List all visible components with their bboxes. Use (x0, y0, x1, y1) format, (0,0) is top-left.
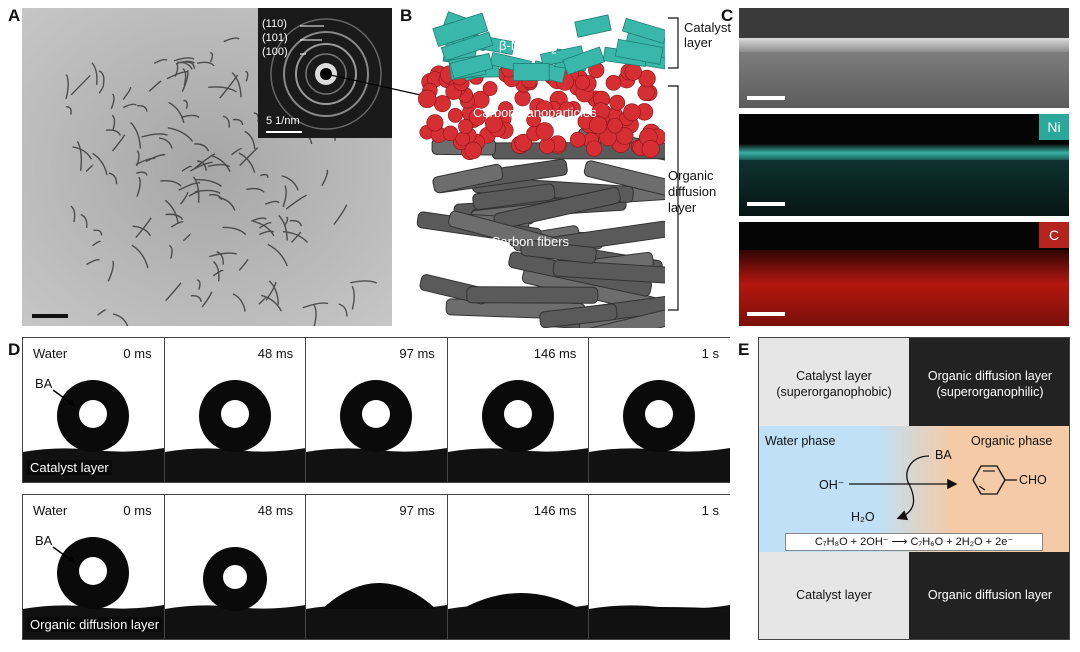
diffusion-row-frame: 1 s (589, 495, 731, 639)
panel-label-a: A (8, 6, 21, 25)
catalyst-row-droplet-graphic (164, 380, 306, 482)
layer-schematic-graphic (416, 11, 756, 354)
catalyst-bottom-label: Catalyst layer (796, 588, 872, 602)
diffusion-layer-bottom-box (909, 552, 1069, 639)
diffusion-row-time-label: 97 ms (399, 503, 435, 518)
ni-map-label: Ni (1039, 114, 1069, 140)
bracket-diffusion-line1: Organic (668, 168, 714, 183)
panel-label-e: E (738, 340, 750, 359)
interface-schematic: Catalyst layer (superorganophobic) Organ… (758, 337, 1070, 640)
diffraction-inset: (110) (101) (100) 5 1/nm (258, 8, 392, 138)
bracket-catalyst-label: Catalyst layer (684, 20, 731, 50)
aldehyde-label: CHO (1019, 473, 1047, 487)
diffusion-row-droplet-graphic (589, 605, 731, 639)
diffusion-row-droplet-graphic (306, 583, 447, 639)
reaction-arrows (849, 455, 1017, 521)
catalyst-row-frame: 97 ms (306, 338, 448, 482)
bracket-diffusion-label: Organic diffusion layer (668, 168, 716, 216)
catalyst-top-line1: Catalyst layer (796, 369, 872, 383)
catalyst-row-time-label: 146 ms (533, 346, 577, 361)
diffusion-row-droplet-graphic (447, 593, 589, 639)
diffusion-row-time-label: 0 ms (123, 503, 152, 518)
catalyst-row-droplet-graphic (306, 380, 447, 482)
catalyst-row-ba-label: BA (35, 376, 53, 391)
sem-scale-bar (747, 96, 785, 100)
layer-schematic: β-Ni(OH)2 Carbon nanoparticles Carbon fi… (415, 8, 756, 354)
catalyst-row-frame: 48 ms (164, 338, 307, 482)
sem-cross-section (739, 8, 1069, 108)
organic-phase-label: Organic phase (971, 434, 1053, 448)
reaction-equation: C₇H₈O + 2OH⁻ ⟶ C₇H₆O + 2H₂O + 2e⁻ (785, 533, 1043, 551)
diffusion-row-time-label: 1 s (701, 503, 719, 518)
diffusion-row-water-label: Water (33, 503, 68, 518)
c-map-label: C (1039, 222, 1069, 248)
phase-interface (759, 426, 1069, 552)
diffusion-layer-top-box (909, 338, 1069, 426)
ring-label-100: (100) (262, 46, 288, 58)
diffusion-row-droplet-graphic (23, 537, 164, 639)
diffusion-row-substrate-label: Organic diffusion layer (27, 617, 163, 632)
hydroxide-label: OH⁻ (819, 478, 845, 492)
diffusion-row-frame: 48 ms (164, 495, 307, 639)
ni-eds-map: Ni (739, 114, 1069, 216)
catalyst-row-water-label: Water (33, 346, 68, 361)
catalyst-layer-bottom-box (759, 552, 909, 639)
catalyst-top-label: Catalyst layer (superorganophobic) (759, 368, 909, 400)
ni-scale-bar (747, 202, 785, 206)
water-product-label: H₂O (851, 510, 875, 524)
diffusion-row-frame: 146 ms (447, 495, 590, 639)
bracket-catalyst-line1: Catalyst (684, 20, 731, 35)
catalyst-row-substrate-label: Catalyst layer (27, 460, 112, 475)
catalyst-row-time-label: 48 ms (257, 346, 294, 361)
diffusion-row-droplet-graphic (164, 547, 306, 639)
bracket-diffusion-line2: diffusion (668, 184, 717, 199)
catalyst-top-line2: (superorganophobic) (776, 385, 892, 399)
c-eds-map: C (739, 222, 1069, 326)
ring-label-110: (110) (262, 18, 287, 30)
diffusion-row-time-label: 48 ms (257, 503, 294, 518)
bracket-catalyst-line2: layer (684, 35, 713, 50)
catalyst-row-droplet-graphic (23, 380, 164, 482)
layer-brackets (668, 17, 679, 311)
diffusion-top-line1: Organic diffusion layer (927, 369, 1053, 383)
tem-image (22, 8, 392, 326)
catalyst-row-droplet-graphic (447, 380, 589, 482)
catalyst-row-time-label: 1 s (701, 346, 719, 361)
panel-label-b: B (400, 6, 413, 25)
diffusion-row-time-label: 146 ms (533, 503, 577, 518)
bracket-diffusion-line3: layer (668, 200, 697, 215)
diffusion-top-line2: (superorganophilic) (936, 385, 1044, 399)
diffusion-top-label: Organic diffusion layer (superorganophil… (909, 368, 1069, 400)
inset-pointer-line (325, 73, 426, 97)
panel-label-c: C (721, 6, 734, 25)
diffusion-bottom-label: Organic diffusion layer (927, 588, 1053, 602)
catalyst-layer-top-box (759, 338, 909, 426)
diffusion-row-frame: 97 ms (306, 495, 448, 639)
tem-scale-bar (32, 314, 68, 318)
water-phase-label: Water phase (765, 434, 836, 448)
ba-label: BA (935, 448, 952, 462)
inset-scale-label: 5 1/nm (266, 115, 300, 127)
diffusion-row-ba-label: BA (35, 533, 53, 548)
catalyst-row-time-label: 97 ms (399, 346, 435, 361)
catalyst-row-droplet-graphic (589, 380, 731, 482)
c-scale-bar (747, 312, 785, 316)
catalyst-row-time-label: 0 ms (123, 346, 152, 361)
catalyst-row-frame: 146 ms (447, 338, 590, 482)
nanoparticles-label: Carbon nanoparticles (473, 105, 597, 120)
fibers-label: Carbon fibers (491, 234, 570, 249)
panel-label-d: D (8, 340, 21, 359)
catalyst-material-label: β-Ni(OH)2 (499, 38, 557, 56)
ring-label-101: (101) (262, 32, 288, 44)
catalyst-row-frame: 1 s (589, 338, 731, 482)
